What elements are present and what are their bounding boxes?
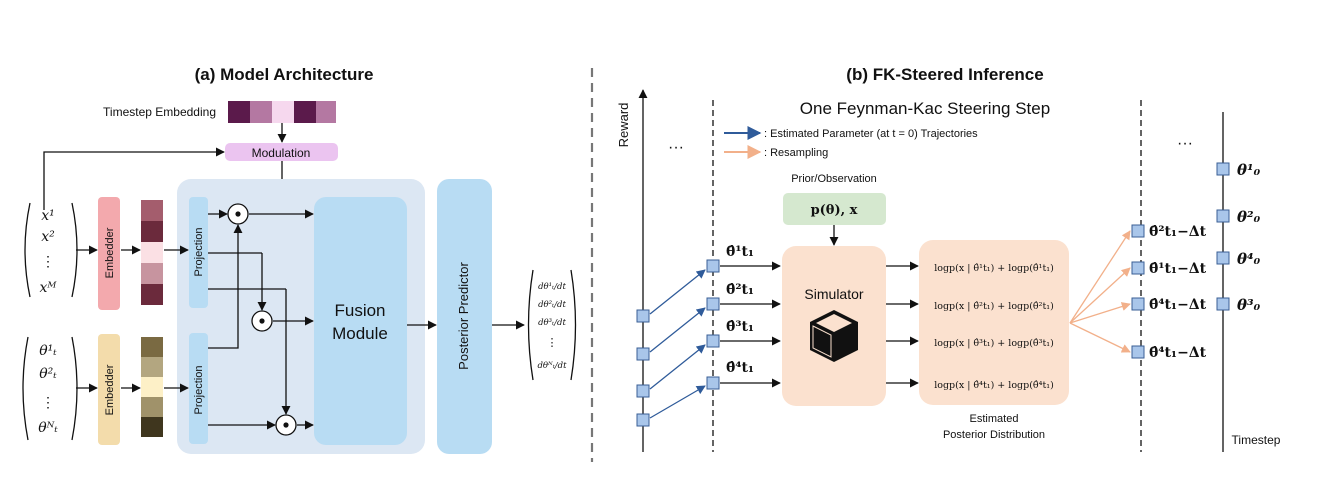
legend-resample-label: : Resampling: [764, 147, 828, 159]
timestep-embedding-strip: [228, 101, 336, 123]
output-vector: dθ¹ₜ/dt dθ²ₜ/dt dθ³ₜ/dt ⋮ dθᴺₜ/dt: [527, 269, 577, 381]
odot-bottom: [275, 414, 297, 436]
ellipsis-left: ···: [668, 139, 684, 156]
svg-text:⋮: ⋮: [547, 336, 558, 349]
ellipsis-right: ···: [1177, 135, 1193, 152]
panel-b-title: (b) FK-Steered Inference: [846, 65, 1043, 84]
modulation-label: Modulation: [252, 146, 311, 160]
svg-text:dθ³ₜ/dt: dθ³ₜ/dt: [538, 318, 566, 328]
legend-traj-label: : Estimated Parameter (at t = 0) Traject…: [764, 128, 978, 140]
log-term-1: logp(x | θ̂¹t₁) + logp(θ̂¹t₁): [934, 263, 1054, 274]
log-term-4: logp(x | θ̂⁴t₁) + logp(θ̂⁴t₁): [934, 380, 1054, 391]
theta0-4: θ³₀: [1237, 296, 1261, 314]
svg-text:⋮: ⋮: [41, 395, 55, 411]
embedder-x-label: Embedder: [104, 227, 116, 278]
resampled-3: θ̂⁴t₁−Δt: [1149, 297, 1207, 313]
x-vector: x¹ x² ⋮ xᴹ: [24, 202, 78, 298]
svg-text:θᴺₜ: θᴺₜ: [38, 420, 58, 436]
prior-box: [783, 193, 886, 225]
prior-box-text: p(θ), x: [811, 203, 858, 218]
log-term-2: logp(x | θ̂²t₁) + logp(θ̂²t₁): [934, 301, 1054, 312]
svg-text:dθ²ₜ/dt: dθ²ₜ/dt: [538, 300, 566, 310]
svg-text:xᴹ: xᴹ: [40, 280, 58, 296]
posterior-predictor-label: Posterior Predictor: [456, 262, 471, 370]
resampled-4: θ̂⁴t₁−Δt: [1149, 345, 1207, 361]
log-term-3: logp(x | θ̂³t₁) + logp(θ̂³t₁): [934, 338, 1054, 349]
posterior-caption-1: Estimated: [970, 413, 1019, 425]
posterior-predictor: [437, 179, 492, 454]
projection-x: [189, 197, 208, 308]
embedder-theta-label: Embedder: [104, 364, 116, 415]
theta-t1-1: θ̂¹t₁: [726, 244, 754, 260]
projection-theta: [189, 333, 208, 444]
cube-icon: [810, 310, 858, 362]
theta0-3: θ⁴₀: [1237, 250, 1261, 268]
odot-middle: [251, 310, 273, 332]
theta-t1-3: θ̂³t₁: [726, 319, 754, 335]
theta-vector: θ¹ₜ θ²ₜ ⋮ θᴺₜ: [22, 336, 78, 441]
svg-text:x¹: x¹: [41, 208, 55, 224]
svg-text:⋮: ⋮: [41, 254, 55, 270]
projection-x-label: Projection: [193, 228, 205, 277]
theta-embedding-strip: [141, 337, 163, 437]
fusion-module: [314, 197, 407, 445]
simulator-label: Simulator: [804, 286, 863, 302]
theta-t1-4: θ̂⁴t₁: [726, 360, 754, 376]
posterior-distribution-box: [919, 240, 1069, 405]
resampled-nodes: [1131, 224, 1145, 359]
svg-text:x²: x²: [41, 229, 55, 245]
svg-text:dθᴺₜ/dt: dθᴺₜ/dt: [537, 361, 567, 371]
odot-top: [227, 203, 249, 225]
panel-a-title: (a) Model Architecture: [195, 65, 374, 84]
theta0-2: θ²₀: [1237, 208, 1261, 226]
prior-label: Prior/Observation: [791, 173, 877, 185]
resampled-1: θ̂²t₁−Δt: [1149, 224, 1207, 240]
reward-nodes: [636, 309, 650, 427]
fusion-label-2: Module: [332, 324, 388, 343]
svg-text:θ²ₜ: θ²ₜ: [39, 366, 57, 382]
theta0-1: θ¹₀: [1237, 161, 1261, 179]
x-embedding-strip: [141, 200, 163, 305]
resampled-2: θ̂¹t₁−Δt: [1149, 261, 1207, 277]
posterior-caption-2: Posterior Distribution: [943, 429, 1045, 441]
svg-text:θ¹ₜ: θ¹ₜ: [39, 343, 57, 359]
fusion-label-1: Fusion: [334, 301, 385, 320]
t1-nodes: [706, 259, 720, 390]
projection-theta-label: Projection: [193, 366, 205, 415]
svg-text:dθ¹ₜ/dt: dθ¹ₜ/dt: [538, 282, 566, 292]
timestep-label: Timestep: [1232, 433, 1281, 447]
timestep-embedding-label: Timestep Embedding: [103, 105, 216, 119]
theta0-nodes: [1216, 162, 1230, 311]
reward-label: Reward: [616, 103, 631, 148]
modulation-box: [225, 143, 338, 161]
embedder-x: [98, 197, 120, 310]
embedder-theta: [98, 334, 120, 445]
step-title: One Feynman-Kac Steering Step: [800, 99, 1050, 118]
theta-t1-2: θ̂²t₁: [726, 282, 754, 298]
